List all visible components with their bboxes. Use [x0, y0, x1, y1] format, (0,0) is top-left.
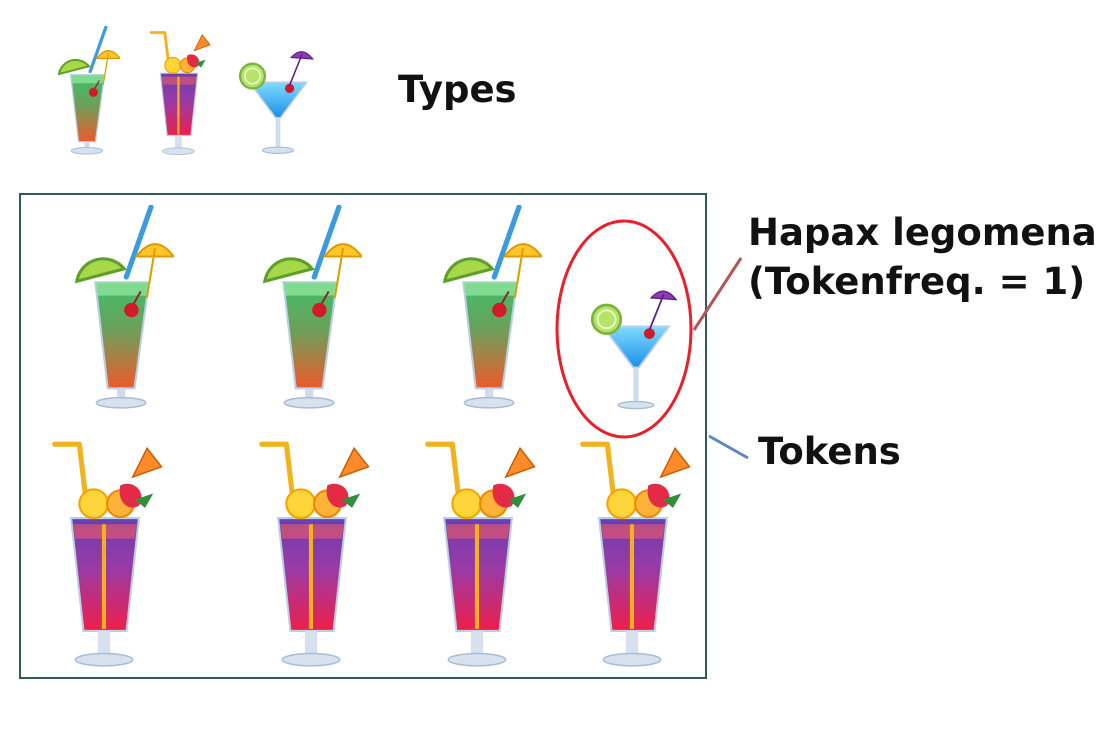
- tokens-connector-line: [708, 434, 749, 460]
- hapax-subtitle: (Tokenfreq. = 1): [748, 260, 1086, 303]
- hapax-title: Hapax legomena: [748, 211, 1097, 254]
- tokens-box: [19, 193, 707, 679]
- hapax-legomena-label: Hapax legomena (Tokenfreq. = 1): [748, 208, 1097, 306]
- hapax-highlight-circle: [555, 219, 693, 439]
- types-label: Types: [398, 68, 517, 111]
- hapax-connector-line: [692, 257, 743, 331]
- tokens-label: Tokens: [758, 430, 901, 473]
